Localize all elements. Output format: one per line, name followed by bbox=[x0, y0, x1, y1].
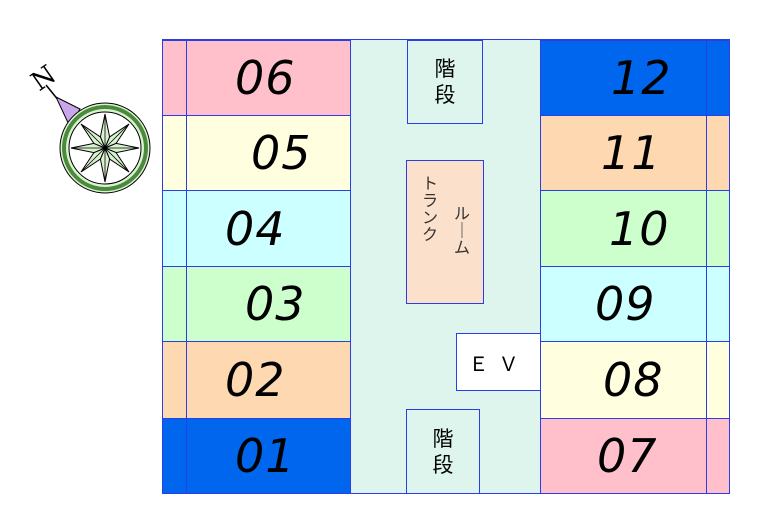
left-room-strip bbox=[162, 266, 187, 342]
room-number: 11 bbox=[601, 126, 662, 180]
room-number: 01 bbox=[235, 429, 296, 483]
room-number: 05 bbox=[251, 126, 312, 180]
room-07: 07 bbox=[540, 418, 707, 494]
right-room-strip bbox=[706, 115, 730, 191]
room-number: 07 bbox=[597, 429, 658, 483]
compass-star-ray bbox=[80, 147, 106, 173]
left-room-strip bbox=[162, 115, 187, 191]
room-06: 06 bbox=[186, 40, 351, 116]
left-room-strip bbox=[162, 190, 187, 267]
left-room-strip bbox=[162, 40, 187, 116]
stairs-top-char-1: 階 bbox=[434, 57, 456, 81]
room-number: 06 bbox=[235, 51, 296, 105]
north-label: N bbox=[28, 60, 62, 98]
compass-rose-icon: N bbox=[28, 60, 151, 194]
elevator: ＥＶ bbox=[456, 333, 541, 391]
right-room-strip bbox=[706, 40, 730, 116]
compass-star-ray bbox=[104, 147, 130, 173]
trunk-room-label-col1: トランク bbox=[421, 174, 438, 244]
left-room-strip bbox=[162, 341, 187, 419]
stairs-top: 階 段 bbox=[407, 40, 483, 124]
room-number: 02 bbox=[225, 353, 286, 407]
room-number: 10 bbox=[609, 201, 670, 256]
stairs-bottom-char-2: 段 bbox=[432, 452, 454, 477]
right-room-strip bbox=[706, 341, 730, 419]
trunk-room-label-col2: ル｜ム bbox=[453, 204, 470, 257]
room-02: 02 bbox=[186, 341, 351, 419]
trunk-room: トランク ル｜ム bbox=[406, 160, 484, 304]
right-room-strip bbox=[706, 190, 730, 267]
stairs-bottom-char-1: 階 bbox=[432, 426, 454, 451]
right-room-strip bbox=[706, 266, 730, 342]
room-number: 03 bbox=[245, 277, 306, 331]
stairs-top-char-2: 段 bbox=[434, 83, 456, 107]
compass-star-ray bbox=[104, 123, 130, 149]
room-number: 08 bbox=[603, 353, 664, 407]
compass-star-ray bbox=[80, 123, 106, 149]
right-room-strip bbox=[706, 418, 730, 494]
room-05: 05 bbox=[186, 115, 351, 191]
room-11: 11 bbox=[540, 115, 707, 191]
left-room-strip bbox=[162, 418, 187, 494]
room-number: 04 bbox=[225, 201, 286, 256]
room-10: 10 bbox=[540, 190, 707, 267]
room-number: 12 bbox=[611, 51, 672, 105]
stairs-bottom: 階 段 bbox=[406, 409, 480, 494]
room-number: 09 bbox=[595, 277, 656, 331]
room-01: 01 bbox=[186, 418, 351, 494]
room-08: 08 bbox=[540, 341, 707, 419]
room-04: 04 bbox=[186, 190, 351, 267]
room-09: 09 bbox=[540, 266, 707, 342]
room-03: 03 bbox=[186, 266, 351, 342]
room-12: 12 bbox=[540, 40, 707, 116]
